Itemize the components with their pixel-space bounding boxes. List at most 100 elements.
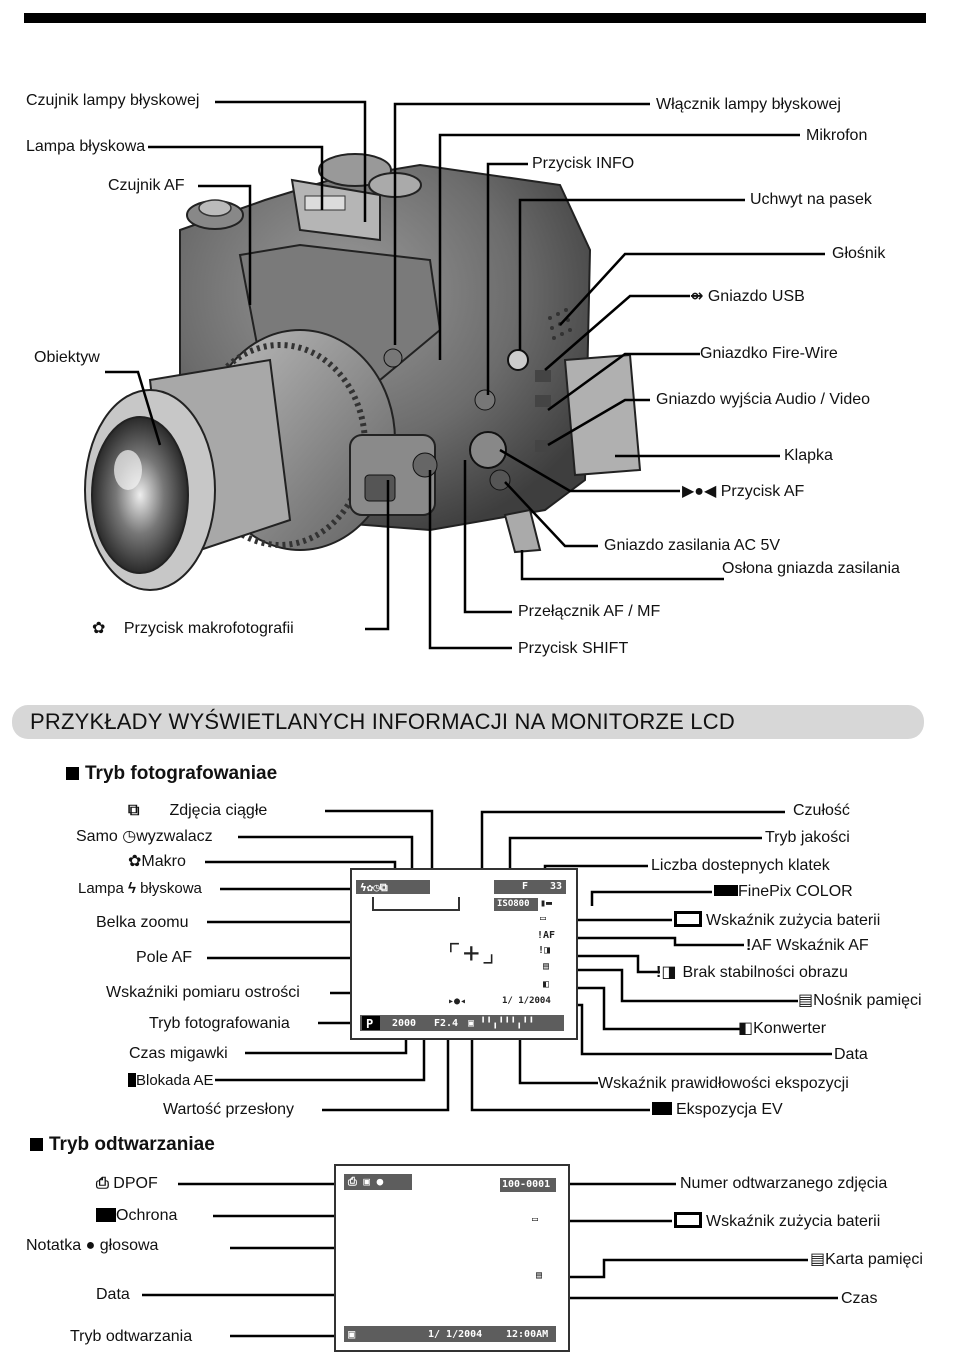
play-notatka: Notatka ● głosowa: [26, 1237, 158, 1255]
shooting-title: Tryb fotografowaniae: [85, 763, 278, 784]
label-glosnik: Głośnik: [832, 245, 886, 262]
label-lampa: Lampa błyskowa: [26, 138, 146, 155]
shoot-makro: ✿Makro: [128, 853, 186, 871]
label-nosnik: Nośnik pamięci: [813, 992, 922, 1009]
label-przycisk-af: Przycisk AF: [720, 483, 805, 500]
flash-bolt-icon: ϟ: [128, 880, 136, 897]
label-play-data: Data: [96, 1286, 130, 1303]
lcd-play-date: 1/ 1/2004: [428, 1329, 483, 1340]
shoot-af: !AF Wskaźnik AF: [746, 937, 869, 955]
play-karta: ▤Karta pamięci: [810, 1251, 923, 1269]
label-przycisk-info: Przycisk INFO: [532, 155, 635, 172]
label-lampa-lcd: Lampa: [78, 880, 124, 897]
playback-title: Tryb odtwarzaniae: [49, 1134, 215, 1155]
finepix-color-icon: [714, 885, 738, 896]
label-makro: Przycisk makrofotografii: [123, 620, 294, 637]
lcd-iso: ISO800: [497, 899, 530, 909]
lcd-finepix-mark: ▮▬: [540, 898, 553, 909]
label-af-mf: Przełącznik AF / MF: [518, 603, 661, 620]
label-dpof: DPOF: [113, 1175, 158, 1192]
continuous-shot-icon: ⧉: [128, 802, 140, 819]
lcd-date: 1/ 1/2004: [502, 996, 551, 1006]
playback-section-title: Tryb odtwarzaniae: [30, 1134, 215, 1156]
makro-label: ✿ Przycisk makrofotografii: [92, 620, 294, 638]
macro-flower-icon: ✿: [128, 853, 142, 870]
label-ochrona: Ochrona: [116, 1207, 178, 1224]
lcd-quality-strip: [494, 880, 566, 894]
lcd-converter-mark: ◧: [543, 979, 550, 990]
label-wskazniki-ostrosci: Wskaźniki pomiaru ostrości: [106, 984, 300, 1001]
label-tryb-fotografowania: Tryb fotografowania: [149, 1015, 290, 1032]
af-button-icon: ▶●◀: [682, 483, 717, 500]
label-wyzwalacz: wyzwalacz: [136, 828, 213, 845]
label-makro-lcd: Makro: [141, 853, 186, 870]
label-bateria: Wskaźnik zużycia baterii: [706, 912, 881, 929]
lcd-frames: 33: [550, 881, 563, 892]
label-blyskowa: błyskowa: [140, 880, 202, 897]
voice-memo-icon: ●: [85, 1237, 96, 1254]
shoot-nosnik: ▤Nośnik pamięci: [798, 992, 922, 1010]
lcd-play-card: ▤: [536, 1270, 543, 1281]
label-tryb-jakosci: Tryb jakości: [765, 829, 850, 846]
label-zasilanie: Gniazdo zasilania AC 5V: [604, 537, 781, 554]
shoot-blokada: Blokada AE: [128, 1072, 214, 1090]
label-shift: Przycisk SHIFT: [518, 640, 629, 657]
label-glosowa: głosowa: [99, 1237, 159, 1254]
shoot-finepix: FinePix COLOR: [714, 883, 853, 901]
przycisk-af-label: ▶●◀ Przycisk AF: [682, 483, 804, 501]
memory-card-icon: ▤: [798, 992, 814, 1009]
lcd-bottom-strip: [360, 1015, 564, 1031]
label-czujnik-af: Czujnik AF: [108, 177, 185, 194]
label-finepix: FinePix COLOR: [738, 883, 853, 900]
lcd-mode: P: [366, 1017, 374, 1031]
usb-icon: ⇴: [690, 288, 704, 305]
macro-flower-icon: ✿: [92, 620, 106, 637]
banner-title: PRZYKŁADY WYŚWIETLANYCH INFORMACJI NA MO…: [30, 709, 735, 734]
camera-shake-icon: !◨: [656, 964, 677, 981]
label-wartosc-przeslony: Wartość przesłony: [163, 1101, 294, 1118]
label-notatka: Notatka: [26, 1237, 82, 1254]
lcd-af-mark: !AF: [537, 930, 556, 941]
lcd-mode-box: [362, 1016, 380, 1030]
lcd-play-top-icons: [344, 1174, 412, 1190]
label-samo: Samo: [76, 828, 118, 845]
lcd-play-icons: ⎙ ▣ ●: [348, 1175, 384, 1188]
lcd-media-mark: ▤: [543, 961, 550, 972]
square-bullet-icon: [30, 1138, 43, 1151]
label-zdjecia-ciagle: Zdjęcia ciągłe: [169, 802, 268, 819]
label-blokada-ae: Blokada AE: [136, 1072, 214, 1089]
lcd-playback-screen: ⎙ ▣ ● 100-0001 ▭ ▤ ▣ 1/ 1/2004 12:00AM: [334, 1164, 570, 1352]
shoot-ev: Ekspozycja EV: [652, 1101, 783, 1119]
label-czulosc: Czułość: [793, 802, 850, 819]
lcd-top-left-icons: [356, 880, 430, 894]
label-belka-zoomu: Belka zoomu: [96, 914, 189, 931]
label-data: Data: [834, 1046, 868, 1063]
label-obiektyw: Obiektyw: [34, 349, 100, 366]
shoot-bateria: Wskaźnik zużycia baterii: [674, 911, 880, 930]
label-ev: Ekspozycja EV: [676, 1101, 783, 1118]
converter-icon: ◧: [738, 1020, 754, 1037]
label-wlacznik-lampy: Włącznik lampy błyskowej: [656, 96, 841, 113]
play-dpof: ⎙ DPOF: [96, 1175, 158, 1193]
shoot-ciagle: ⧉ Zdjęcia ciągłe: [128, 802, 267, 820]
label-stabilnosc: Brak stabilności obrazu: [682, 964, 848, 981]
label-czas-migawki: Czas migawki: [129, 1045, 228, 1062]
shoot-lampa: Lampa ϟ błyskowa: [78, 880, 202, 898]
lcd-shake-mark: !◨: [538, 945, 551, 956]
label-ekspozycja: Wskaźnik prawidłowości ekspozycji: [598, 1075, 849, 1092]
lcd-iso-strip: [494, 898, 538, 911]
label-tryb-odtwarzania: Tryb odtwarzania: [70, 1328, 193, 1345]
play-bateria: Wskaźnik zużycia baterii: [674, 1212, 880, 1231]
ev-icon: [652, 1102, 672, 1115]
label-audio-video: Gniazdo wyjścia Audio / Video: [656, 391, 871, 408]
lcd-number-strip: [500, 1178, 556, 1192]
lcd-shooting-screen: ϟ✿◷⧉ F 33 ISO800 ▮▬ ▭ !AF !◨ ▤ ◧ 1/ 1/20…: [350, 868, 578, 1040]
label-usb: Gniazdo USB: [707, 288, 805, 305]
label-pole-af: Pole AF: [136, 949, 193, 966]
lcd-play-battery: ▭: [532, 1214, 539, 1225]
label-czujnik-lampy: Czujnik lampy błyskowej: [26, 92, 200, 109]
lcd-af-frame: ⌜+⌟: [446, 936, 497, 969]
lcd-quality: F: [522, 881, 529, 892]
square-bullet-icon: [66, 767, 79, 780]
label-numer: Numer odtwarzanego zdjęcia: [680, 1175, 888, 1192]
